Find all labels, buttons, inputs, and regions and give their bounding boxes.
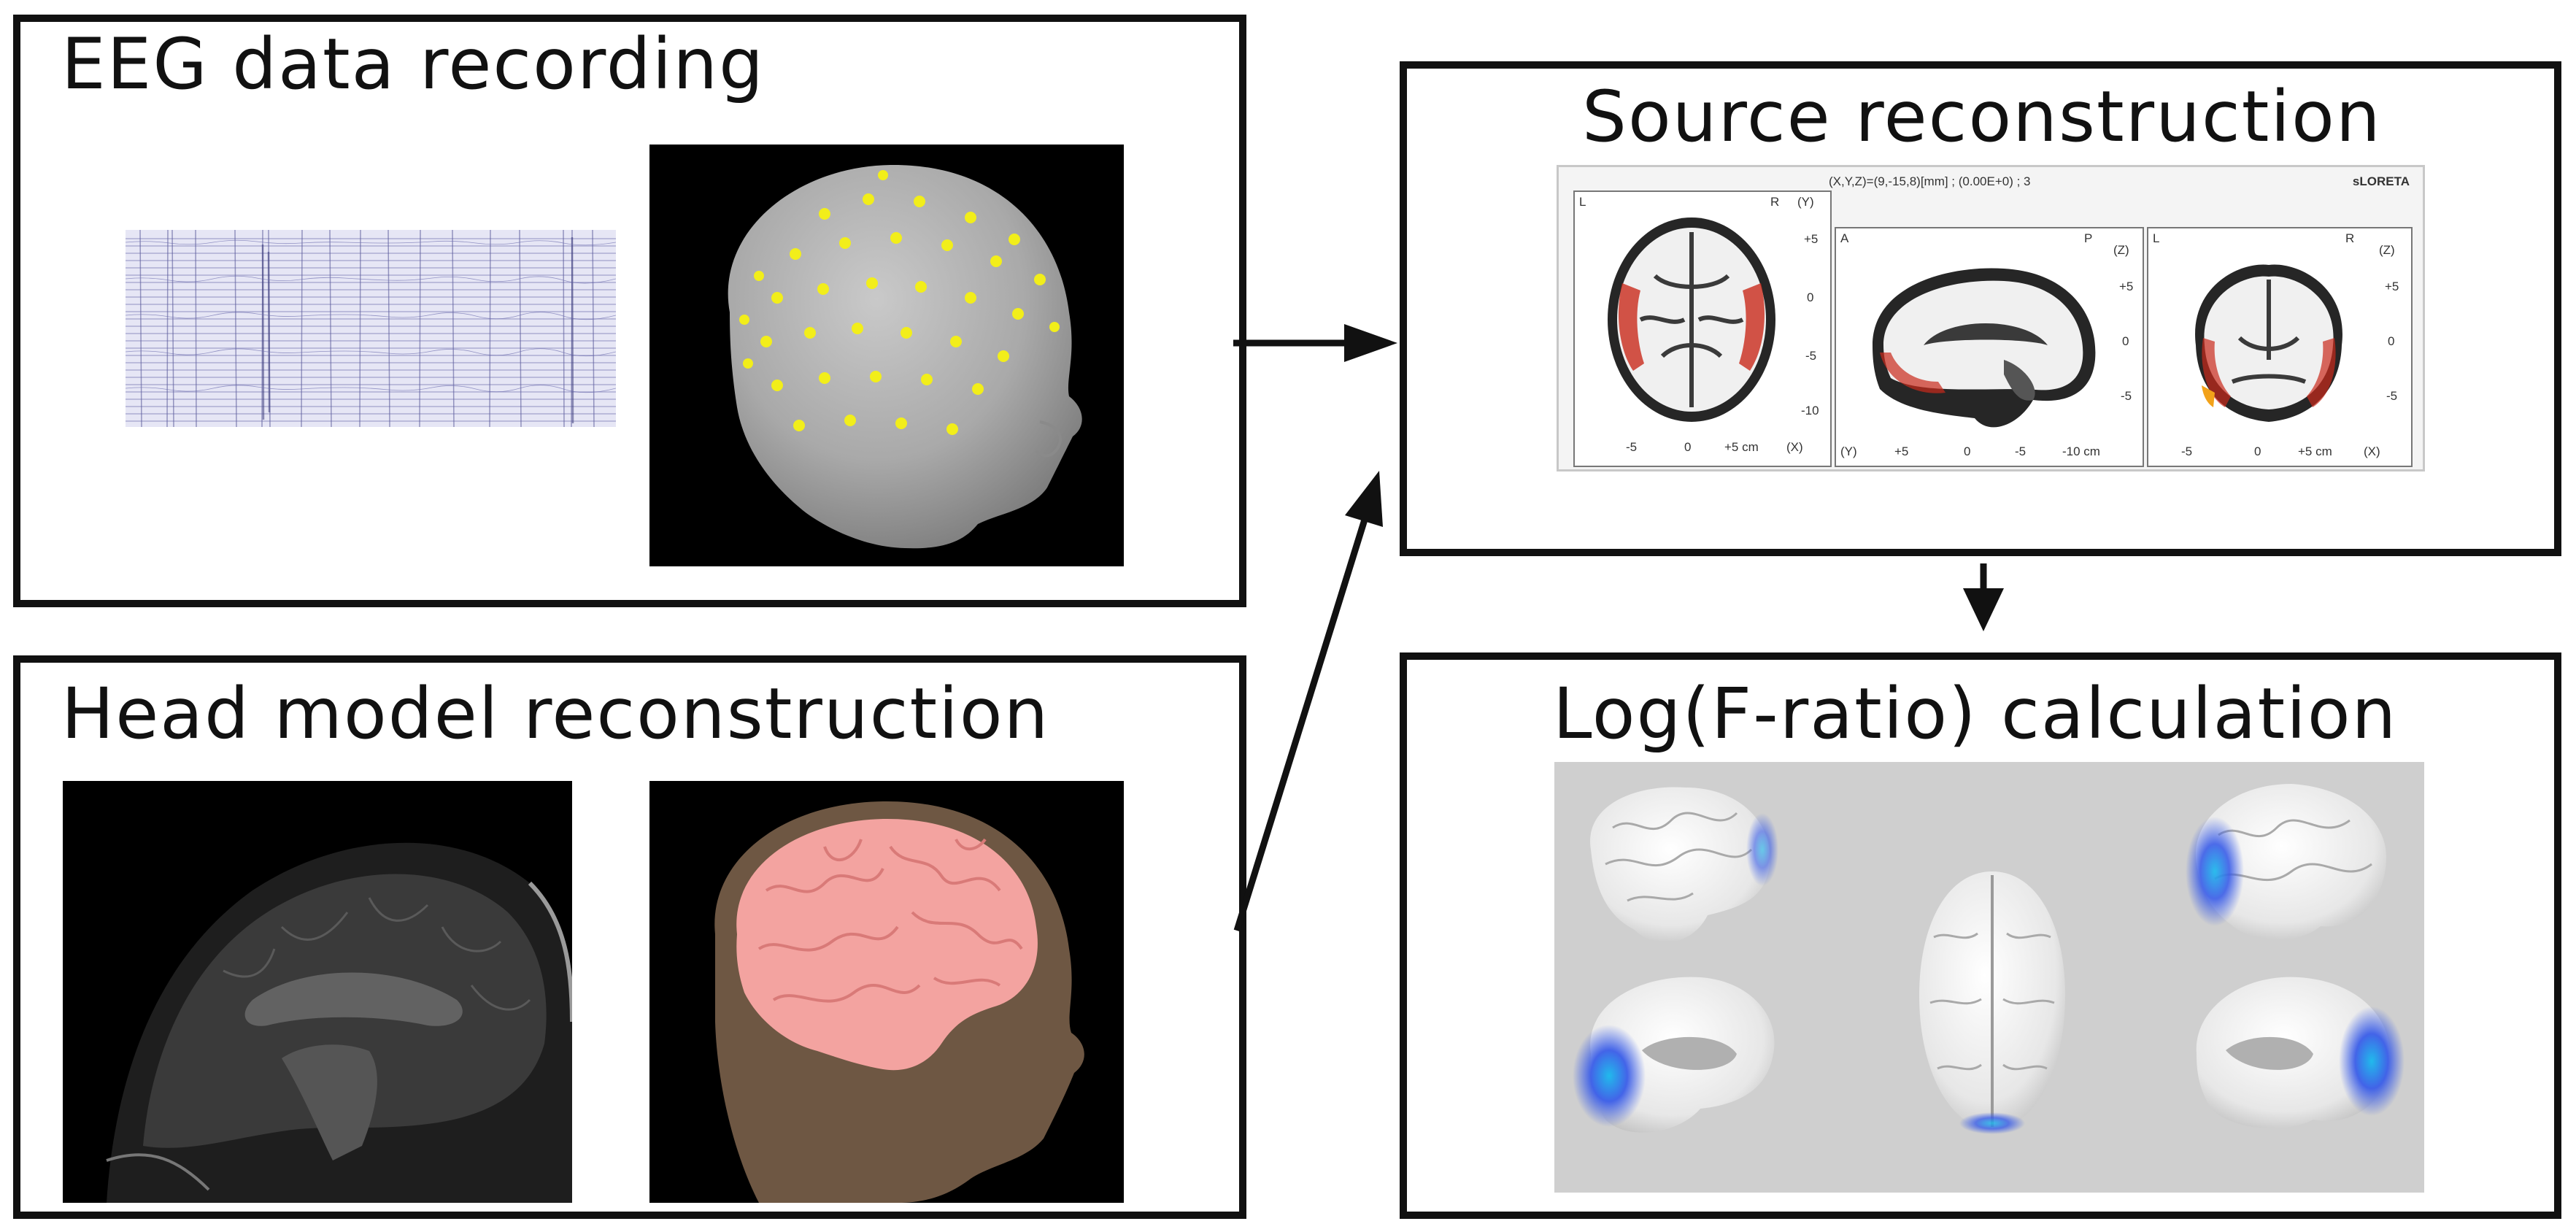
sagittal-tick-y1: 0 — [2122, 334, 2129, 348]
sagittal-view: A P (Z) +5 0 -5 (Y) +5 0 -5 -10 cm — [1835, 227, 2144, 467]
software-label: sLORETA — [2352, 174, 2410, 188]
axial-tick-y1: 0 — [1807, 290, 1814, 304]
coronal-tick-x2: +5 cm — [2298, 444, 2332, 458]
coronal-x-axis: (X) — [2364, 444, 2380, 458]
axial-right-label: R — [1770, 195, 1780, 209]
sagittal-x-axis: (Y) — [1840, 444, 1857, 458]
sagittal-tick-x0: +5 — [1894, 444, 1909, 458]
coronal-tick-x1: 0 — [2254, 444, 2261, 458]
axial-tick-x2: +5 cm — [1724, 440, 1759, 454]
mri-sagittal-image — [63, 781, 572, 1203]
axial-x-axis: (X) — [1786, 440, 1803, 454]
head-electrodes-image — [649, 145, 1124, 566]
axial-tick-y0: +5 — [1804, 232, 1819, 246]
coronal-tick-y1: 0 — [2388, 334, 2395, 348]
brain-dorsal — [1919, 871, 2065, 1134]
logf-title: Log(F-ratio) calculation — [1553, 673, 2398, 755]
coronal-axis-label: (Z) — [2379, 243, 2395, 257]
coronal-tick-y0: +5 — [2385, 280, 2399, 293]
axial-tick-x0: -5 — [1626, 440, 1638, 454]
brain-lateral-right — [2186, 784, 2386, 940]
logf-box: Log(F-ratio) calculation — [1400, 652, 2561, 1219]
source-reconstruction-box: Source reconstruction (X,Y,Z)=(9,-15,8)[… — [1400, 61, 2561, 556]
sagittal-tick-x1: 0 — [1964, 444, 1971, 458]
sagittal-tick-y2: -5 — [2121, 389, 2132, 403]
source-reconstruction-title: Source reconstruction — [1582, 76, 2382, 158]
axial-tick-y3: -10 — [1801, 404, 1819, 417]
head-model-title: Head model reconstruction — [61, 673, 1050, 755]
coronal-right-label: R — [2345, 231, 2355, 245]
arrow-right-icon — [1233, 324, 1397, 362]
coronal-view: L R (Z) +5 0 -5 -5 0 +5 cm (X) — [2147, 227, 2413, 467]
coronal-tick-x0: -5 — [2181, 444, 2193, 458]
axial-view: L R (Y) +5 0 -5 -10 -5 0 +5 cm (X) — [1573, 190, 1832, 467]
axial-tick-x1: 0 — [1684, 440, 1692, 454]
coord-readout: (X,Y,Z)=(9,-15,8)[mm] ; (0.00E+0) ; 3 — [1829, 174, 2031, 188]
axial-tick-y2: -5 — [1805, 349, 1817, 363]
coronal-tick-y2: -5 — [2386, 389, 2398, 403]
sagittal-left-label: A — [1840, 231, 1849, 245]
coronal-left-label: L — [2153, 231, 2160, 245]
brain-renders-panel — [1554, 762, 2424, 1193]
sloreta-viewer: (X,Y,Z)=(9,-15,8)[mm] ; (0.00E+0) ; 3 sL… — [1557, 165, 2425, 471]
sagittal-axis-label: (Z) — [2113, 243, 2129, 257]
arrow-down-icon — [1963, 563, 2004, 631]
arrow-up-right-icon — [1233, 471, 1383, 932]
sagittal-tick-y0: +5 — [2119, 280, 2134, 293]
eeg-recording-title: EEG data recording — [61, 23, 766, 105]
sagittal-tick-x2: -5 — [2015, 444, 2027, 458]
head-model-box: Head model reconstruction — [13, 655, 1246, 1219]
eeg-traces-image — [126, 230, 616, 427]
brain-medial-left — [1573, 977, 1775, 1133]
axial-left-label: L — [1579, 195, 1586, 209]
sagittal-right-label: P — [2084, 231, 2093, 245]
brain-model-image — [649, 781, 1124, 1203]
sagittal-tick-x3: -10 cm — [2062, 444, 2100, 458]
eeg-recording-box: EEG data recording — [13, 15, 1246, 607]
brain-lateral-left — [1590, 787, 1778, 943]
axial-axis-label: (Y) — [1797, 195, 1814, 209]
brain-medial-right — [2196, 977, 2405, 1128]
